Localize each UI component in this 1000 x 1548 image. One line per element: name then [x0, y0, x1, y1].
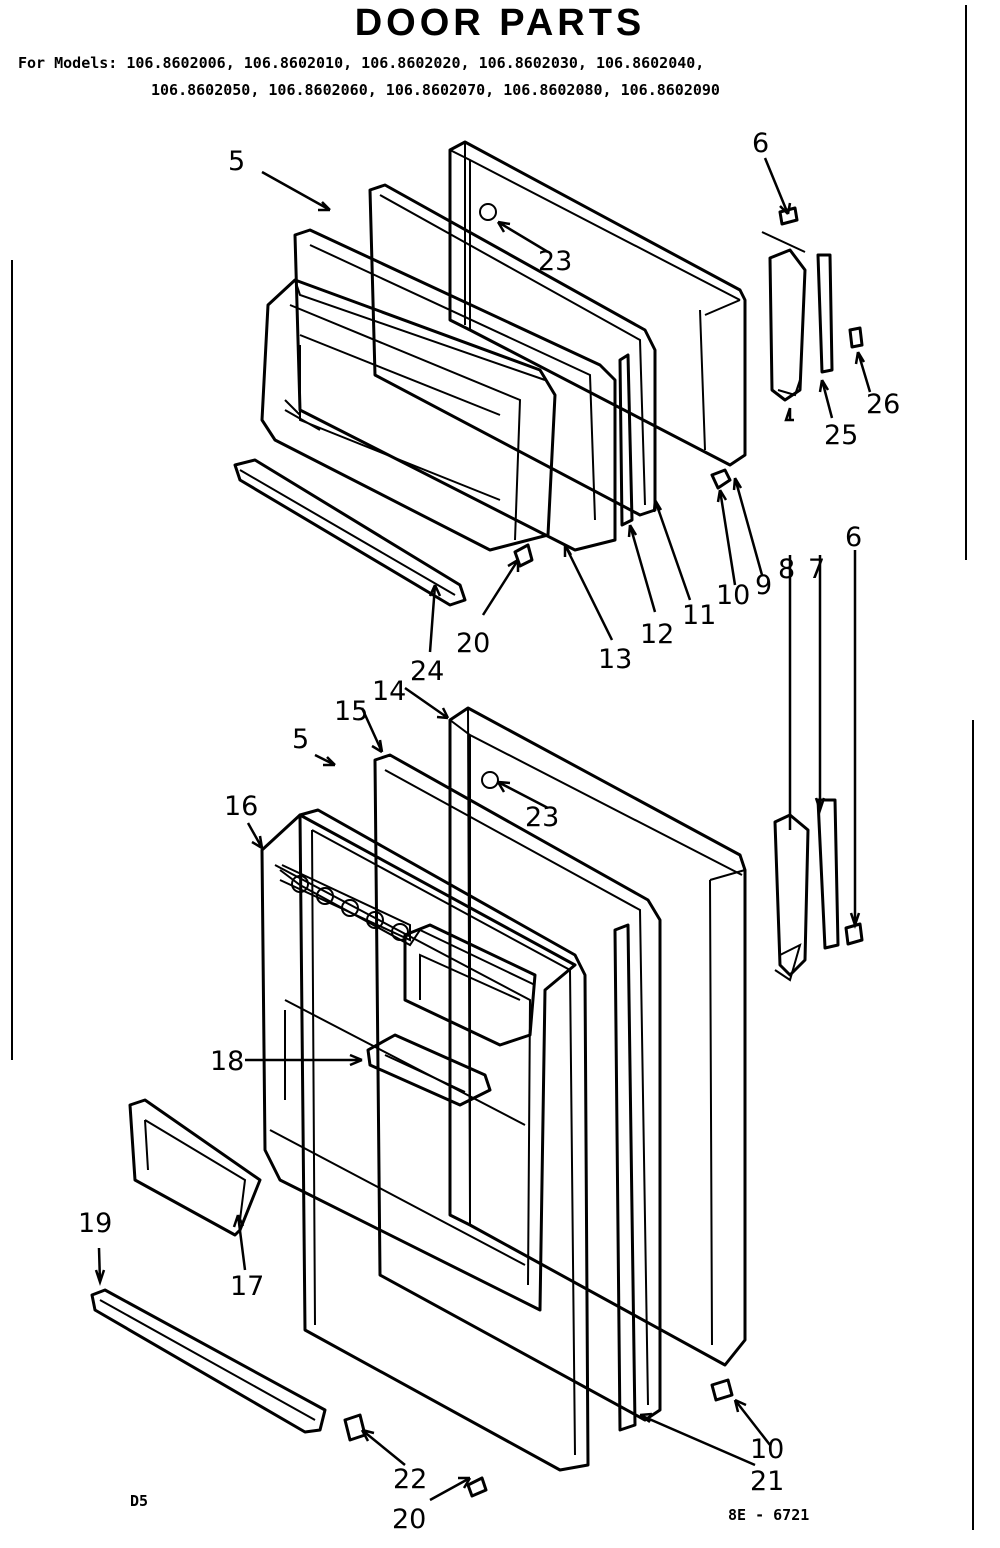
callout-6-lower: 6 [845, 522, 862, 553]
freezer-door-gasket [368, 183, 657, 527]
callout-7: 7 [808, 554, 825, 585]
callout-5-lower: 5 [292, 724, 309, 755]
callout-13: 13 [598, 644, 632, 675]
butter-compartment [403, 923, 537, 1047]
callout-10-lower: 10 [750, 1434, 784, 1465]
freezer-hinge-parts [513, 206, 864, 568]
callout-20-upper: 20 [456, 628, 490, 659]
callout-9: 9 [755, 570, 772, 601]
callout-12: 12 [640, 619, 674, 650]
model-list: For Models: 106.8602006, 106.8602010, 10… [18, 50, 720, 104]
freezer-shelf-rail [233, 458, 467, 607]
fresh-food-door-liner [260, 808, 590, 1472]
door-bin-17 [128, 1098, 262, 1237]
callout-24: 24 [410, 656, 444, 687]
callout-14: 14 [372, 676, 406, 707]
door-shelf-18 [366, 1033, 492, 1107]
fresh-food-door-panel [448, 706, 747, 1367]
callout-18: 18 [210, 1046, 244, 1077]
callout-17: 17 [230, 1271, 264, 1302]
fresh-food-door-gasket [373, 753, 662, 1432]
page-code: D5 [130, 1492, 148, 1510]
freezer-shelf [260, 278, 557, 552]
callout-15: 15 [334, 696, 368, 727]
callout-23-upper: 23 [538, 246, 572, 277]
freezer-door-liner [293, 228, 617, 552]
callout-21: 21 [750, 1466, 784, 1497]
callout-5-upper: 5 [228, 146, 245, 177]
model-list-line-2: 106.8602050, 106.8602060, 106.8602070, 1… [151, 81, 720, 99]
callout-20-lower: 20 [392, 1504, 426, 1535]
lower-hinge-parts [343, 798, 864, 1498]
callout-23-lower: 23 [525, 802, 559, 833]
callout-19: 19 [78, 1208, 112, 1239]
callout-22: 22 [393, 1464, 427, 1495]
callout-26: 26 [866, 389, 900, 420]
callout-6-upper: 6 [752, 128, 769, 159]
callout-10-upper: 10 [716, 580, 750, 611]
drawing-code: 8E - 6721 [728, 1506, 809, 1524]
callout-16: 16 [224, 791, 258, 822]
callout-8: 8 [778, 554, 795, 585]
model-list-line-1: For Models: 106.8602006, 106.8602010, 10… [18, 54, 705, 72]
callout-11: 11 [682, 600, 716, 631]
page-title: DOOR PARTS [354, 2, 646, 44]
callout-25: 25 [824, 420, 858, 451]
callout-leaders [94, 157, 872, 1502]
shelf-rail-19 [90, 1288, 327, 1434]
